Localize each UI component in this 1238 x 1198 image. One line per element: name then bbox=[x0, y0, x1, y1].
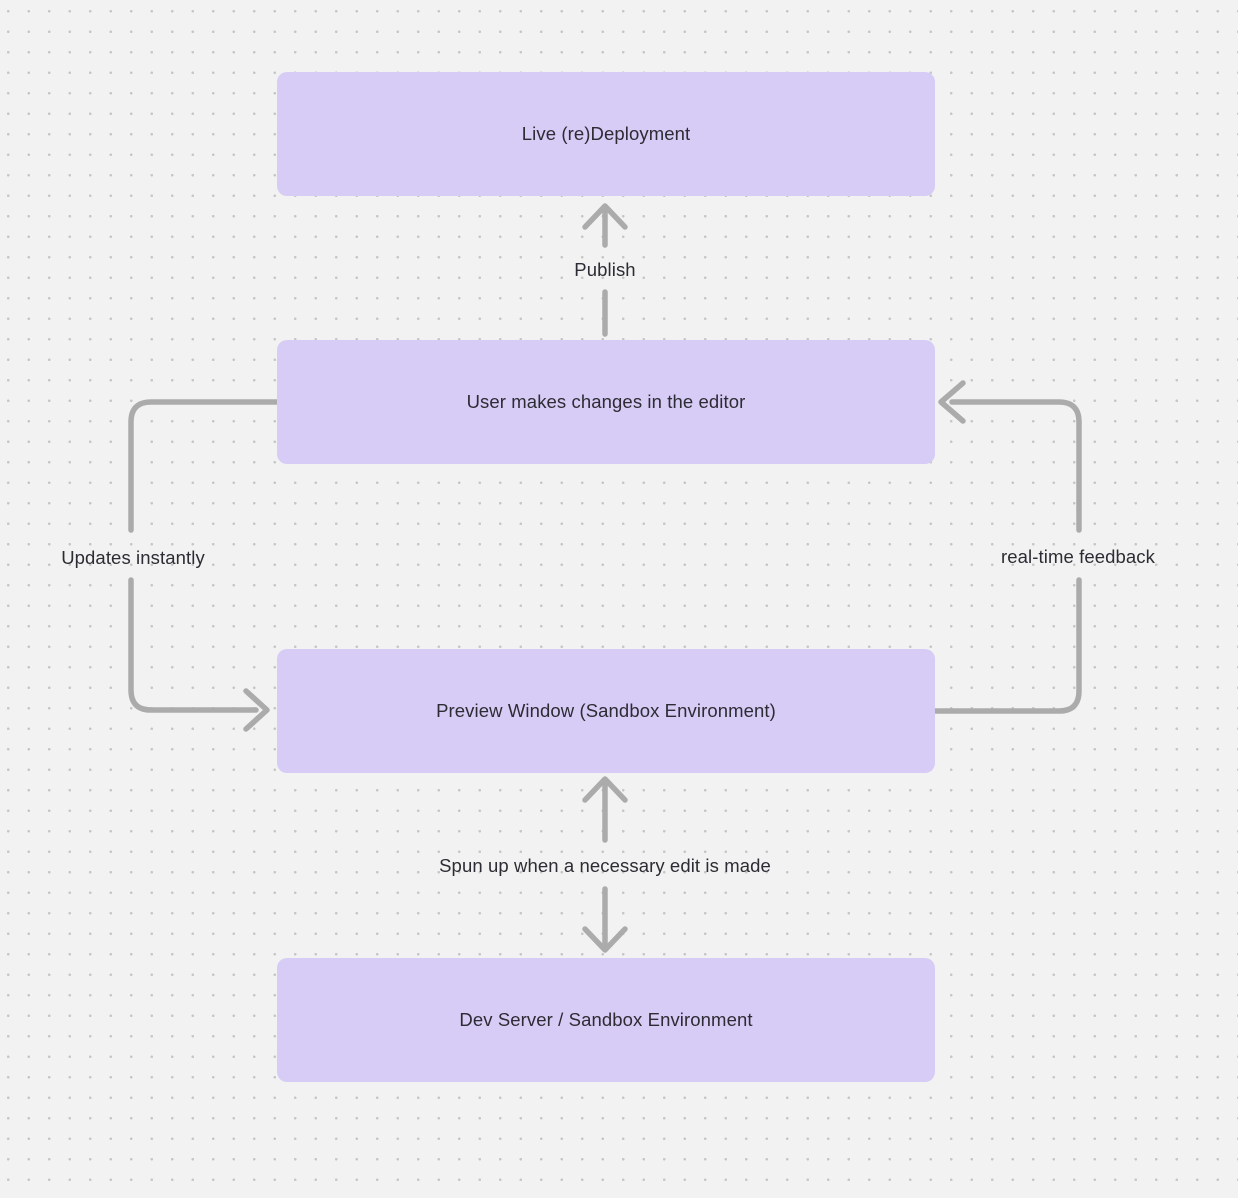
edge-label-spun-up: Spun up when a necessary edit is made bbox=[439, 855, 771, 876]
node-preview-window-label: Preview Window (Sandbox Environment) bbox=[436, 700, 776, 721]
arrowhead-down-icon bbox=[582, 926, 628, 953]
edge-updates-line-lower bbox=[128, 577, 259, 713]
edge-label-real-time-feedback: real-time feedback bbox=[1001, 546, 1155, 567]
node-live-redeployment: Live (re)Deployment bbox=[277, 72, 935, 196]
arrowhead-left-icon bbox=[938, 380, 966, 424]
edge-label-publish: Publish bbox=[574, 259, 636, 280]
node-user-editor: User makes changes in the editor bbox=[277, 340, 935, 464]
node-preview-window: Preview Window (Sandbox Environment) bbox=[277, 649, 935, 773]
node-live-redeployment-label: Live (re)Deployment bbox=[521, 123, 691, 144]
node-user-editor-label: User makes changes in the editor bbox=[466, 391, 746, 412]
arrowhead-up-icon bbox=[582, 203, 628, 230]
edge-feedback-line-lower bbox=[932, 577, 1082, 714]
edge-updates-line-upper bbox=[128, 399, 280, 533]
node-dev-server-label: Dev Server / Sandbox Environment bbox=[459, 1009, 753, 1030]
arrowhead-right-icon bbox=[243, 688, 270, 732]
edge-label-updates-instantly: Updates instantly bbox=[61, 547, 205, 568]
edge-feedback-line-upper bbox=[949, 399, 1082, 533]
arrowhead-up-icon bbox=[582, 776, 628, 803]
node-dev-server: Dev Server / Sandbox Environment bbox=[277, 958, 935, 1082]
